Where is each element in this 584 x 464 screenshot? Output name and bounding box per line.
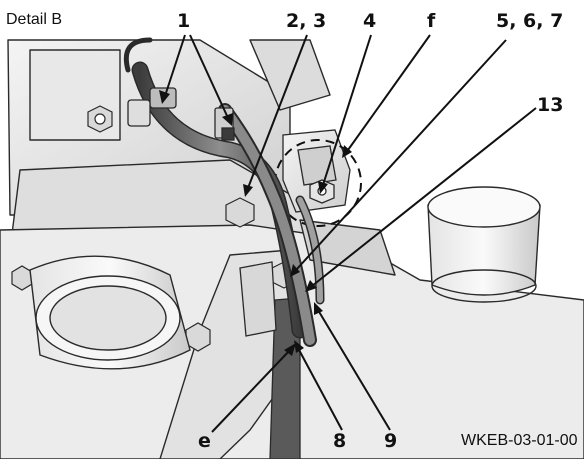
- wire-harness: [123, 37, 325, 347]
- right-cylinder: [427, 186, 541, 303]
- callout-8: 8: [333, 430, 347, 452]
- left-cylinder: [29, 255, 191, 370]
- callout-f: f: [427, 10, 436, 32]
- detail-circle-f: [274, 139, 362, 227]
- leader-lines: [164, 34, 537, 433]
- callout-9: 9: [384, 430, 398, 452]
- leader-arrowheads: [159, 90, 352, 356]
- callout-5-6-7: 5, 6, 7: [496, 10, 564, 32]
- detail-title: Detail B: [6, 11, 63, 28]
- figure-id: WKEB-03-01-00: [461, 432, 578, 449]
- clamp-bracket: [282, 129, 351, 213]
- mounting-strip: [239, 261, 301, 460]
- callout-1: 1: [177, 10, 191, 32]
- callout-2-3: 2, 3: [286, 10, 327, 32]
- callout-e: e: [198, 430, 211, 452]
- connectors: [127, 87, 235, 141]
- callout-4: 4: [363, 10, 377, 32]
- callout-13: 13: [537, 94, 564, 116]
